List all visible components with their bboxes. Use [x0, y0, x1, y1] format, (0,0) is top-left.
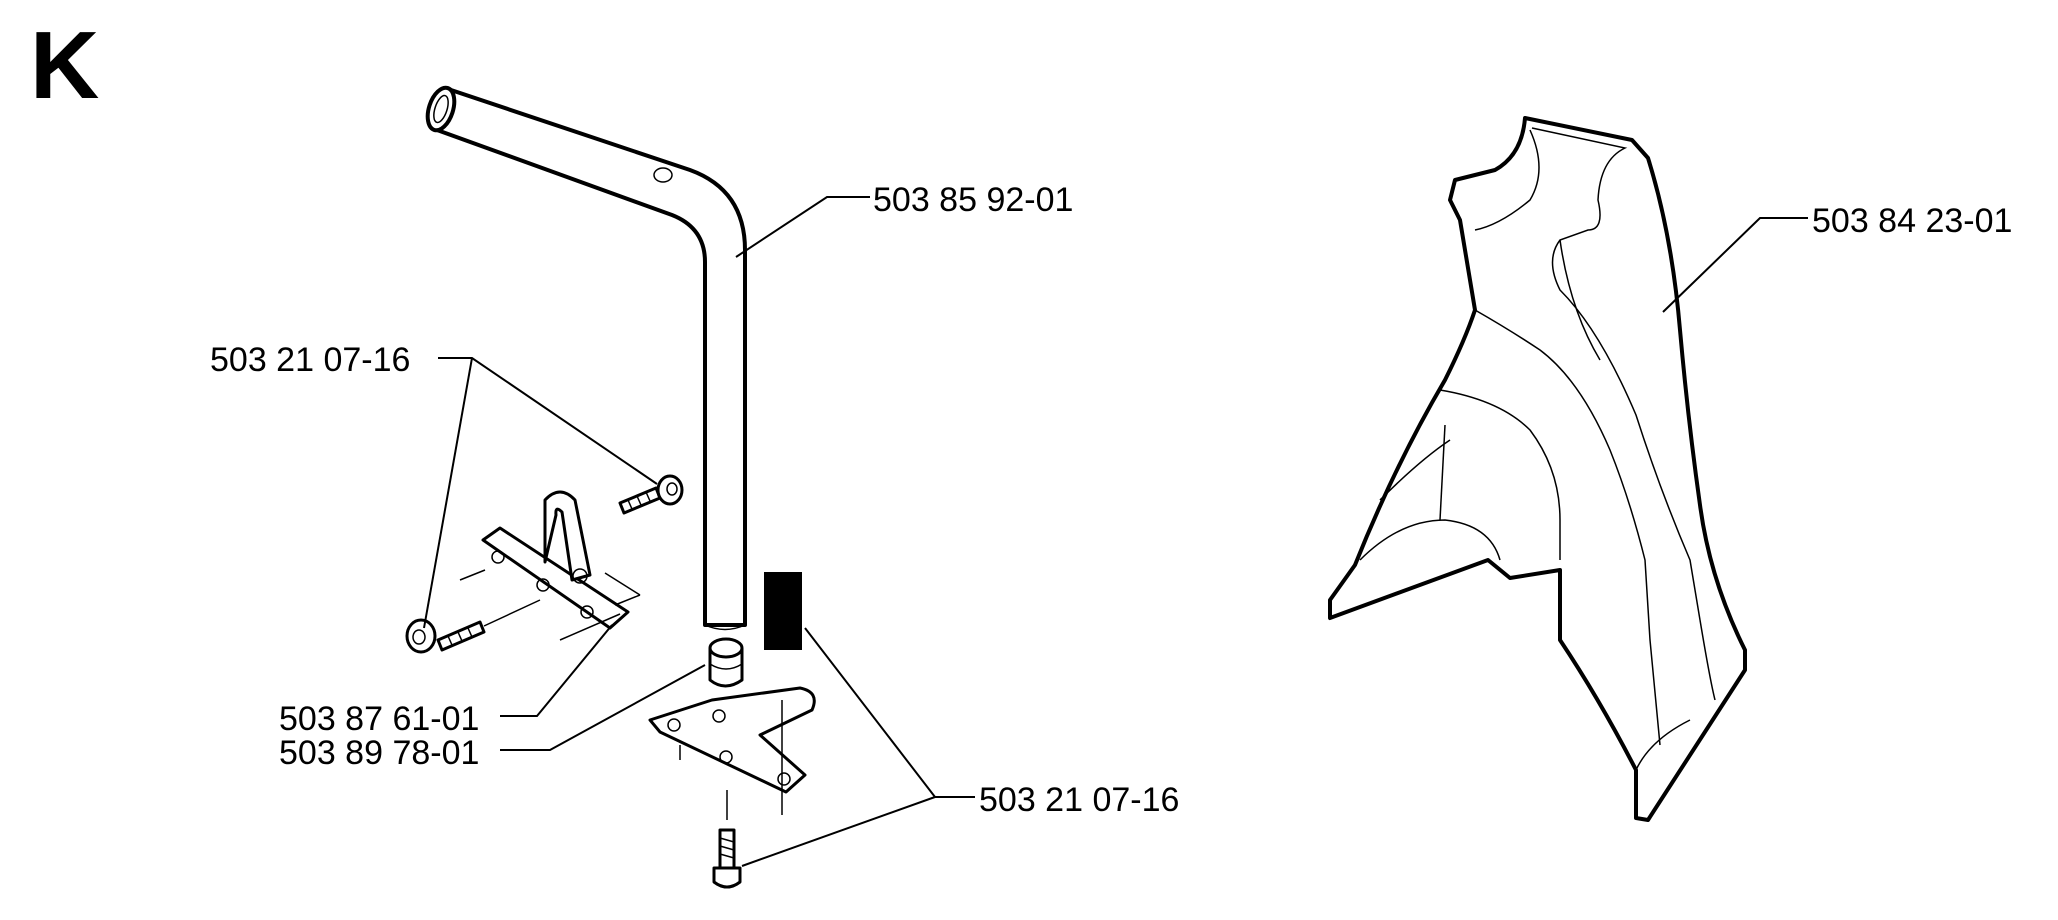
upper-bracket-drawing	[459, 490, 641, 641]
lower-bracket-drawing	[648, 686, 816, 815]
guard-drawing	[1328, 116, 1747, 822]
label-screw-bottom: 503 21 07-16	[979, 781, 1180, 819]
handle-tube-drawing	[425, 85, 747, 631]
label-handle-tube: 503 85 92-01	[873, 181, 1074, 219]
leader-lines	[423, 196, 1808, 867]
label-guard: 503 84 23-01	[1812, 202, 2013, 240]
rubber-plug-drawing	[708, 637, 744, 688]
label-screw-top: 503 21 07-16	[210, 341, 411, 379]
black-insert-block	[764, 572, 802, 650]
label-rubber-plug: 503 89 78-01	[279, 734, 480, 772]
bottom-screw-drawing	[712, 790, 742, 889]
top-screw-right-drawing	[618, 474, 684, 515]
top-screw-left-drawing	[405, 599, 541, 654]
section-letter: K	[30, 12, 100, 119]
label-bracket: 503 87 61-01	[279, 700, 480, 738]
